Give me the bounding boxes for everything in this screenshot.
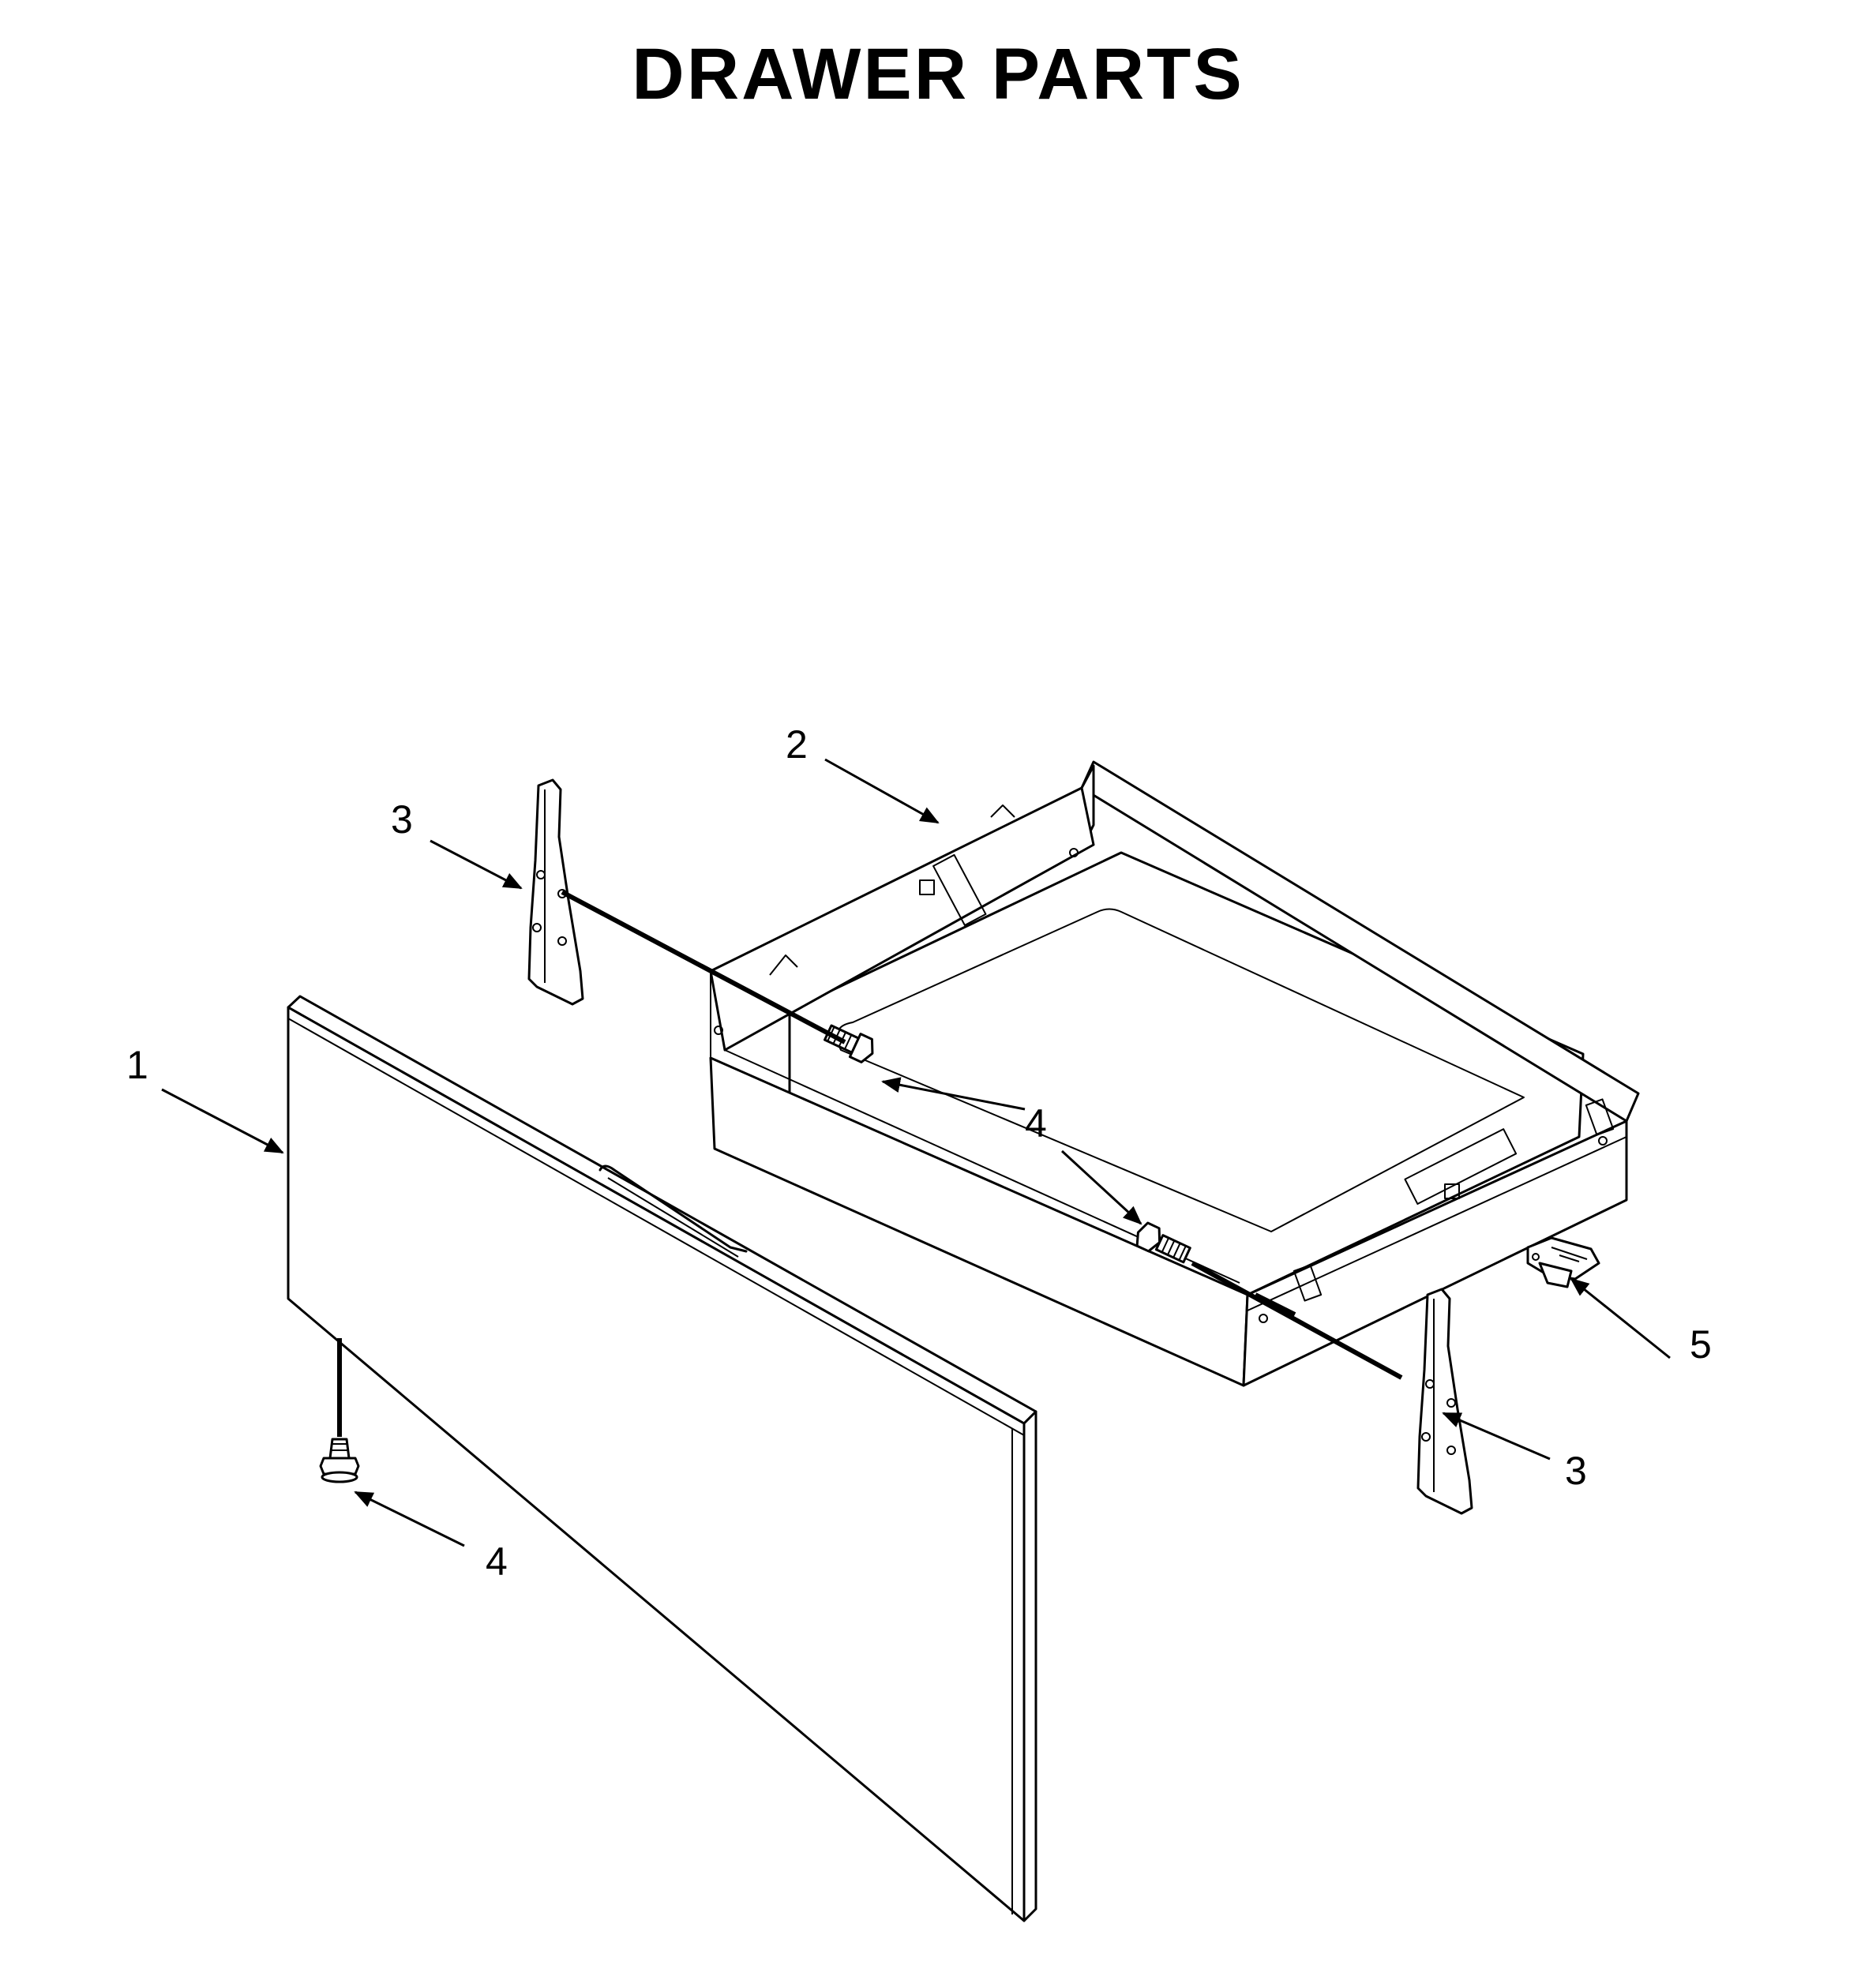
assembly-line-left	[561, 890, 846, 1044]
screw-bottom	[319, 1438, 360, 1483]
callout-4-middle: 4	[1025, 1101, 1047, 1146]
callout-5: 5	[1690, 1322, 1712, 1367]
assembly-line-right	[1191, 1261, 1403, 1380]
callout-2: 2	[786, 722, 808, 767]
assembly-line-clip	[1254, 1292, 1296, 1317]
callout-1: 1	[126, 1043, 148, 1087]
drawer-clip	[1526, 1236, 1600, 1288]
page-title: DRAWER PARTS	[632, 34, 1244, 114]
drawer-bracket-left	[527, 778, 584, 1006]
callout-3-left: 3	[391, 797, 413, 842]
drawer-bracket-right	[1416, 1288, 1473, 1515]
callout-3-right: 3	[1565, 1449, 1587, 1493]
drawer-body	[709, 760, 1640, 1387]
drawer-front-panel	[287, 995, 1037, 1922]
screw-middle-right	[1135, 1221, 1191, 1264]
callout-4-bottom: 4	[486, 1539, 508, 1584]
